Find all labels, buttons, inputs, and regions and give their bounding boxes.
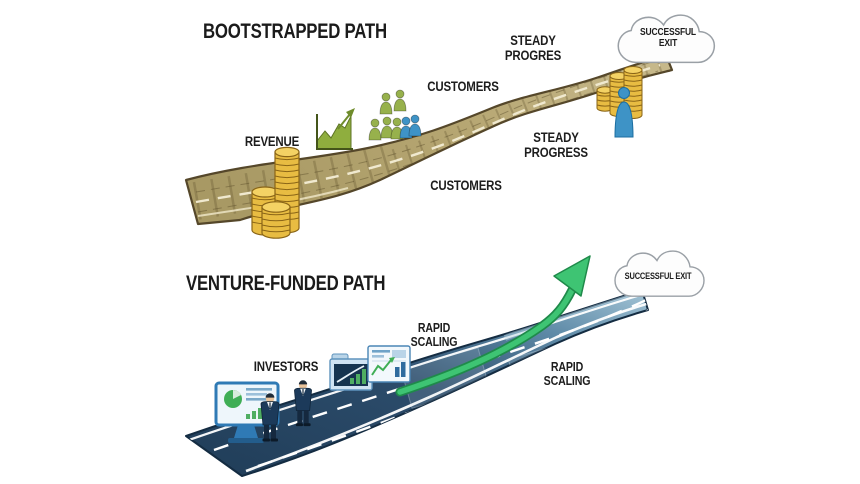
chart-folder-icon [329, 353, 373, 391]
exit-coins-icon [596, 66, 643, 119]
customers-label-2: CUSTOMERS [430, 178, 502, 193]
rapid-scaling-label-1: RAPID SCALING [410, 321, 458, 349]
steady-progress-label-2: STEADY PROGRESS [524, 130, 588, 160]
report-card-icon [367, 345, 411, 383]
revenue-label: REVENUE [244, 134, 300, 149]
steady-progress-label-1: STEADY PROGRES [504, 33, 562, 63]
growth-arrow-icon [395, 255, 591, 397]
growth-chart-icon [316, 108, 355, 150]
exit-cloud-text-2: SUCCESSFUL EXIT [624, 271, 692, 281]
exit-person-icon [614, 87, 634, 138]
venture-title: VENTURE-FUNDED PATH [186, 272, 386, 295]
coin-stacks-icon [251, 146, 300, 239]
rapid-scaling-label-2: RAPID SCALING [543, 360, 591, 388]
bootstrapped-title: BOOTSTRAPPED PATH [203, 20, 387, 43]
customers-label-1: CUSTOMERS [427, 79, 499, 94]
investors-label: INVESTORS [253, 359, 319, 374]
customers-group-icon [368, 89, 422, 141]
exit-cloud-text-1: SUCCESSFUL EXIT [640, 27, 696, 49]
